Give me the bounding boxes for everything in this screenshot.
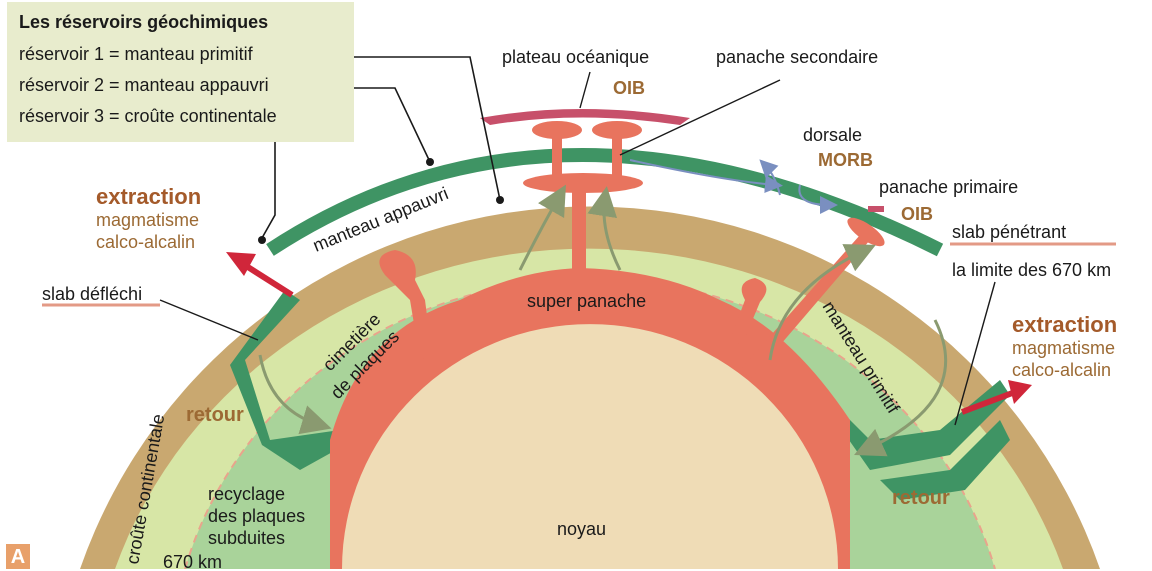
legend: Les réservoirs géochimiques réservoir 1 … [7, 2, 354, 142]
label-extraction-left: extraction [96, 184, 201, 209]
leader-reservoir-2 [348, 88, 430, 162]
label-calco-right: calco-alcalin [1012, 360, 1111, 380]
leader-plateau [580, 72, 590, 108]
label-recycling-2: des plaques [208, 506, 305, 526]
label-magmatisme-right: magmatisme [1012, 338, 1115, 358]
secondary-plume-head-1 [532, 121, 582, 139]
label-morb: MORB [818, 150, 873, 170]
oceanic-plateau [480, 109, 690, 125]
label-magmatisme-left: magmatisme [96, 210, 199, 230]
plume-stem-center [572, 185, 586, 275]
label-plateau: plateau océanique [502, 47, 649, 67]
label-dorsale: dorsale [803, 125, 862, 145]
leader-dot-3 [258, 236, 266, 244]
plume-head-center [523, 173, 643, 193]
secondary-plume-head-2 [592, 121, 642, 139]
label-670km: 670 km [163, 552, 222, 569]
leader-dot-2 [426, 158, 434, 166]
label-slab-penetrating-2: la limite des 670 km [952, 260, 1111, 280]
leader-slab-deflected [160, 300, 258, 340]
label-slab-penetrating-1: slab pénétrant [952, 222, 1066, 242]
legend-row-2: réservoir 2 = manteau appauvri [19, 75, 269, 96]
label-recycling-3: subduites [208, 528, 285, 548]
label-super-plume: super panache [527, 291, 646, 311]
label-extraction-right: extraction [1012, 312, 1117, 337]
label-calco-left: calco-alcalin [96, 232, 195, 252]
label-primary-plume: panache primaire [879, 177, 1018, 197]
leader-dot-1 [496, 196, 504, 204]
label-recycling-1: recyclage [208, 484, 285, 504]
legend-row-1: réservoir 1 = manteau primitif [19, 44, 253, 65]
panel-letter: A [6, 544, 30, 569]
label-core: noyau [557, 519, 606, 539]
legend-title: Les réservoirs géochimiques [19, 12, 268, 33]
leader-reservoir-3 [262, 135, 275, 238]
oib-right-marker [868, 206, 884, 212]
label-secondary-plume: panache secondaire [716, 47, 878, 67]
label-return-left: retour [186, 404, 244, 426]
label-oib-right: OIB [901, 204, 933, 224]
label-slab-deflected: slab défléchi [42, 284, 142, 304]
legend-row-3: réservoir 3 = croûte continentale [19, 106, 277, 127]
label-return-right: retour [892, 487, 950, 509]
label-oib-top: OIB [613, 78, 645, 98]
extraction-arrowhead-right [1008, 380, 1032, 404]
